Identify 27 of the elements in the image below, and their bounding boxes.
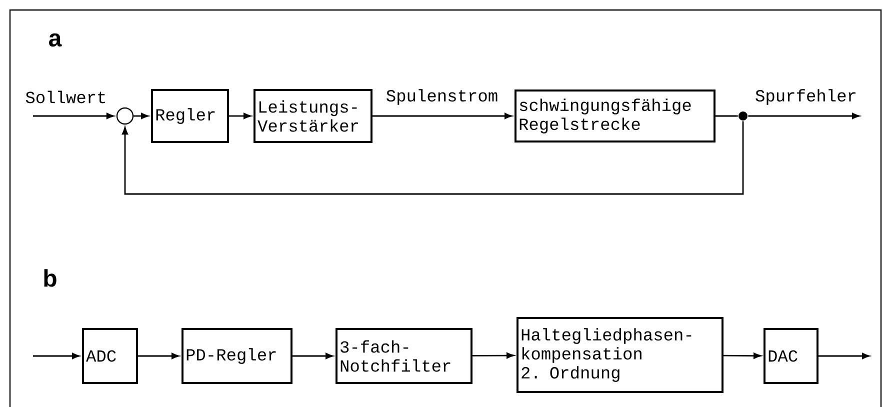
block-box: PD-Regler — [182, 328, 292, 384]
arrow — [229, 112, 252, 120]
arrow — [472, 352, 514, 359]
summing-circle — [116, 107, 134, 125]
block-box: ADC — [82, 328, 138, 384]
arrow — [138, 352, 180, 360]
arrow — [292, 352, 334, 360]
arrow — [818, 352, 870, 360]
block-box: Regler — [151, 89, 229, 143]
arrow — [33, 112, 114, 120]
block-box: Haltegliedphasen- kompensation 2. Ordnung — [516, 317, 724, 393]
block-box: schwingungsfähige Regelstrecke — [514, 90, 716, 142]
arrow — [33, 352, 80, 360]
panel-label: a — [49, 33, 62, 47]
edge-label: Sollwert — [26, 90, 106, 104]
arrow — [724, 352, 762, 359]
edge-label: Spurfehler — [756, 89, 856, 105]
arrow — [122, 121, 744, 195]
panel-label: b — [44, 269, 56, 287]
block-box: 3-fach- Notchfilter — [336, 328, 472, 384]
block-box: DAC — [764, 328, 818, 384]
block-box: Leistungs- Verstärker — [254, 89, 372, 143]
arrow — [748, 112, 860, 120]
arrow — [372, 112, 512, 120]
junction-dot — [738, 112, 748, 120]
edge-label: Spulenstrom — [386, 89, 498, 105]
arrow — [134, 112, 149, 120]
